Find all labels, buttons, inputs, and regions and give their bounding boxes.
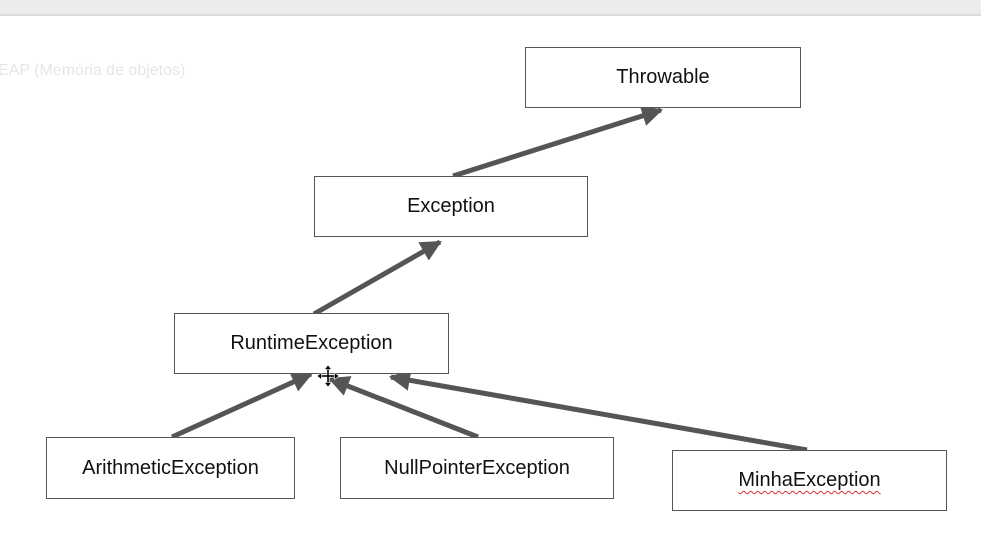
- node-arithmetic-exception[interactable]: ArithmeticException: [46, 437, 295, 499]
- node-null-pointer-exception-label: NullPointerException: [384, 456, 570, 479]
- window-top-bar: [0, 0, 981, 16]
- node-throwable-label: Throwable: [616, 66, 710, 88]
- node-arithmetic-exception-label: ArithmeticException: [82, 456, 259, 479]
- node-exception[interactable]: Exception: [314, 176, 588, 237]
- move-cursor-icon: [317, 365, 339, 387]
- node-minha-exception[interactable]: MinhaException: [672, 450, 947, 511]
- arrow-minha-to-runtime: [388, 369, 808, 453]
- arrow-nullpointer-to-runtime: [328, 376, 479, 440]
- node-runtime-exception-label: RuntimeException: [230, 332, 393, 354]
- node-runtime-exception[interactable]: RuntimeException: [174, 313, 449, 374]
- arrow-arithmetic-to-runtime: [170, 371, 313, 440]
- arrow-runtime-to-exception: [312, 239, 442, 317]
- node-null-pointer-exception[interactable]: NullPointerException: [340, 437, 614, 499]
- arrow-exception-to-throwable: [452, 105, 664, 179]
- node-throwable[interactable]: Throwable: [525, 47, 801, 108]
- node-minha-exception-label: MinhaException: [738, 469, 881, 491]
- faded-caption: EAP (Memória de objetos): [0, 62, 186, 79]
- node-exception-label: Exception: [407, 195, 495, 217]
